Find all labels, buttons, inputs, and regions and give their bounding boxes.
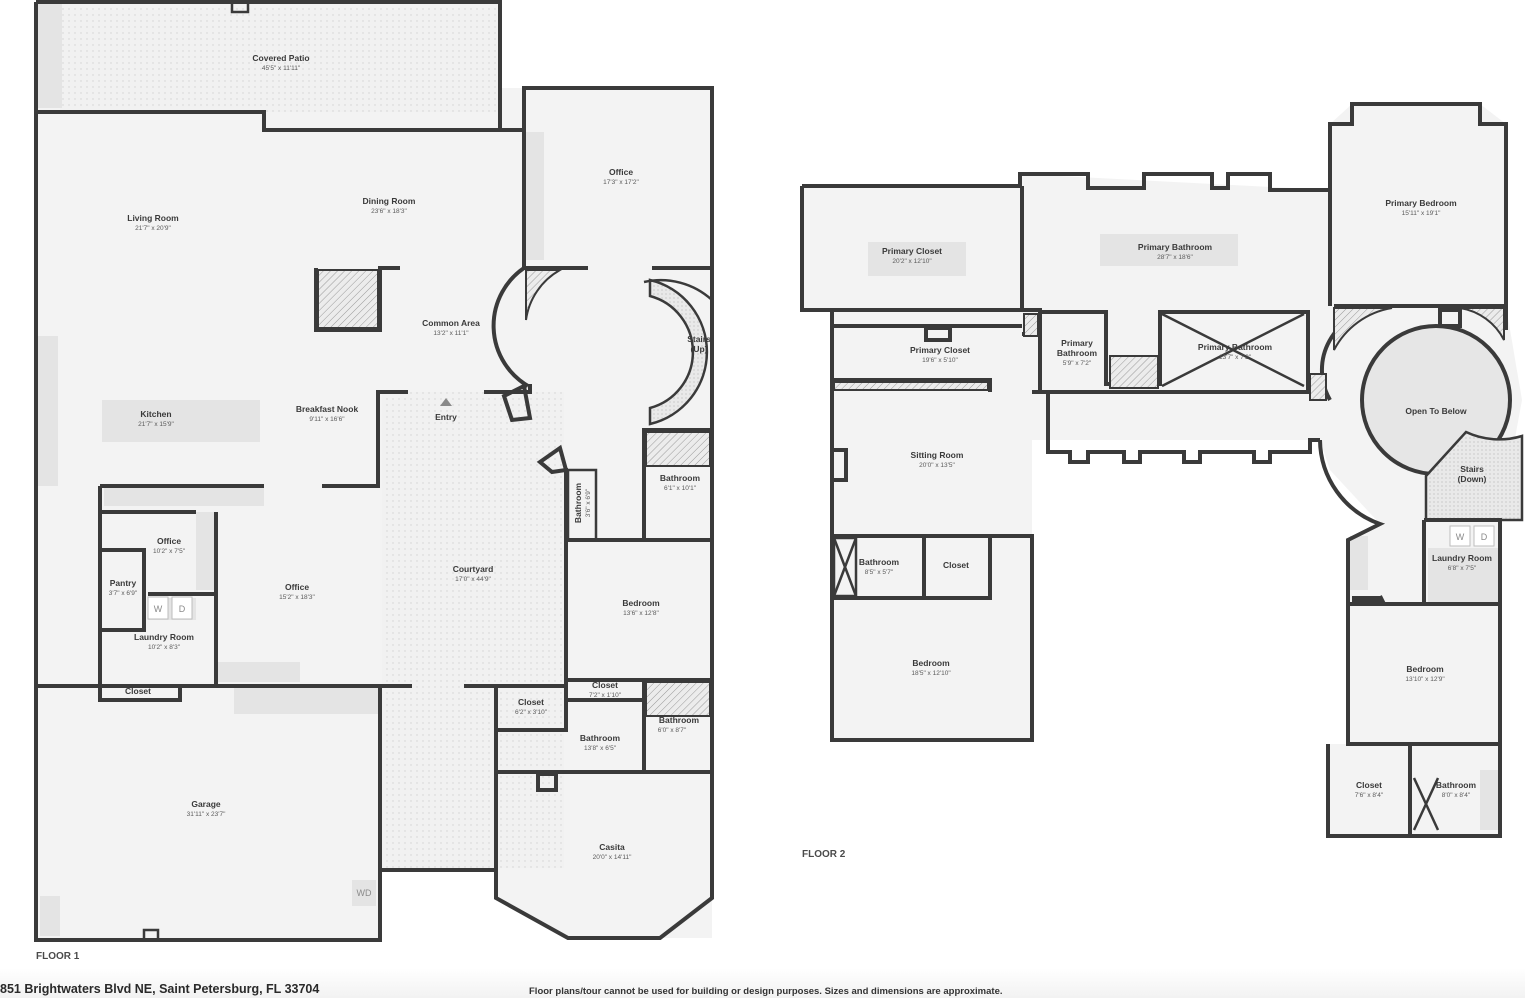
room-dim: 5'9" x 7'2"	[1063, 360, 1092, 367]
dryer-label: D	[179, 604, 186, 614]
room-name: Pantry	[110, 578, 137, 588]
room-name: Office	[157, 536, 181, 546]
dryer-label: D	[1481, 532, 1488, 542]
floor-label: FLOOR 1	[36, 951, 80, 962]
room-dim: 15'2" x 18'3"	[279, 594, 315, 601]
room-dim: 21'7" x 20'9"	[135, 225, 171, 232]
washer-label: W	[1456, 532, 1465, 542]
room-dim: 10'2" x 7'5"	[153, 548, 186, 555]
footer-bar	[0, 968, 1525, 998]
washer-icon: W	[1449, 525, 1471, 547]
room-dim: 13'6" x 12'8"	[623, 610, 659, 617]
room-dim: 6'0" x 8'7"	[658, 727, 687, 734]
property-address: 851 Brightwaters Blvd NE, Saint Petersbu…	[0, 982, 320, 996]
room-dim: 23'6" x 18'3"	[371, 208, 407, 215]
room-dim: 3'6" x 6'9"	[585, 488, 592, 517]
room-name: Entry	[435, 412, 457, 422]
room-name: Breakfast Nook	[296, 404, 359, 414]
floor-2: W D Primary Closet 20'2" x 12'10" Primar…	[800, 102, 1524, 860]
room-dim: 13'7" x 7'2"	[1219, 354, 1252, 361]
room-dim: 8'5" x 5'7"	[865, 569, 894, 576]
room-name: Bathroom	[580, 733, 621, 743]
room-name: Laundry Room	[134, 632, 194, 642]
room-name: Closet	[943, 560, 969, 570]
dryer-icon: D	[1473, 525, 1495, 547]
room-dim: 19'6" x 5'10"	[922, 357, 958, 364]
room-dim: 10'2" x 8'3"	[148, 644, 181, 651]
room-name: Primary Bathroom	[1198, 342, 1273, 352]
room-name: Living Room	[127, 213, 179, 223]
room-dim: 3'7" x 6'9"	[109, 590, 138, 597]
room-dim: 21'7" x 15'9"	[138, 421, 174, 428]
room-name: Bathroom	[1436, 780, 1477, 790]
room-name: Closet	[592, 680, 618, 690]
room-dim: 6'2" x 3'10"	[515, 709, 548, 716]
room-dim: 20'0" x 13'5"	[919, 462, 955, 469]
room-dim: 13'8" x 6'5"	[584, 745, 617, 752]
room-name: Bathroom	[859, 557, 900, 567]
room-name: Courtyard	[453, 564, 494, 574]
room-dim: 28'7" x 18'6"	[1157, 254, 1193, 261]
room-dim: 13'2" x 11'1"	[433, 330, 469, 337]
room-dim: 17'3" x 17'2"	[603, 179, 639, 186]
room-name-line2: Bathroom	[1057, 348, 1098, 358]
room-name: Stairs	[1460, 464, 1484, 474]
room-name: Primary Closet	[882, 246, 942, 256]
room-dim: 13'10" x 12'9"	[1405, 676, 1445, 683]
room-dim: 7'6" x 8'4"	[1355, 792, 1384, 799]
room-name: Office	[609, 167, 633, 177]
room-name: Bedroom	[622, 598, 660, 608]
room-name: Casita	[599, 842, 625, 852]
room-dim: 45'5" x 11'11"	[262, 65, 301, 72]
room-dim: 6'1" x 10'1"	[664, 485, 697, 492]
room-sub: (Up)	[691, 344, 708, 354]
washer-dryer-label: WD	[357, 888, 372, 898]
room-name: Garage	[191, 799, 221, 809]
room-name: Bedroom	[912, 658, 950, 668]
entry-arrow-icon	[440, 398, 452, 406]
room-dim: 9'11" x 16'6"	[309, 416, 345, 423]
disclaimer-text: Floor plans/tour cannot be used for buil…	[529, 986, 1003, 997]
room-dim: 7'2" x 1'10"	[589, 692, 622, 699]
room-name: Closet	[1356, 780, 1382, 790]
room-name: Primary Bathroom	[1138, 242, 1213, 252]
room-dim: 31'11" x 23'7"	[187, 811, 226, 818]
room-sub: (Down)	[1458, 474, 1487, 484]
room-name: Bedroom	[1406, 664, 1444, 674]
washer-label: W	[154, 604, 163, 614]
room-dim: 15'11" x 19'1"	[1402, 210, 1441, 217]
room-name: Bathroom	[659, 715, 700, 725]
dryer-icon: D	[171, 596, 193, 620]
washer-dryer-icon: WD	[357, 888, 372, 898]
room-name: Open To Below	[1405, 406, 1467, 416]
room-name: Closet	[125, 686, 151, 696]
room-name: Stairs	[687, 334, 711, 344]
room-dim: 20'2" x 12'10"	[892, 258, 932, 265]
room-name: Sitting Room	[911, 450, 964, 460]
floor-1: W D WD Covered Patio 45'5" x 11'11" Livi…	[34, 0, 714, 962]
room-name: Common Area	[422, 318, 480, 328]
room-name: Laundry Room	[1432, 553, 1492, 563]
room-dim: 20'0" x 14'11"	[593, 854, 632, 861]
room-name: Primary Closet	[910, 345, 970, 355]
washer-icon: W	[147, 596, 169, 620]
room-name: Kitchen	[140, 409, 171, 419]
room-name: Bathroom	[573, 482, 583, 523]
room-name: Primary	[1061, 338, 1093, 348]
room-dim: 17'0" x 44'9"	[455, 576, 491, 583]
floor-label: FLOOR 2	[802, 849, 846, 860]
room-name: Primary Bedroom	[1385, 198, 1457, 208]
room-dim: 18'5" x 12'10"	[911, 670, 951, 677]
room-name: Covered Patio	[252, 53, 309, 63]
room-name: Closet	[518, 697, 544, 707]
room-dim: 8'0" x 8'4"	[1442, 792, 1471, 799]
room-name: Dining Room	[363, 196, 416, 206]
room-dim: 6'8" x 7'5"	[1448, 565, 1477, 572]
room-name: Bathroom	[660, 473, 701, 483]
room-name: Office	[285, 582, 309, 592]
